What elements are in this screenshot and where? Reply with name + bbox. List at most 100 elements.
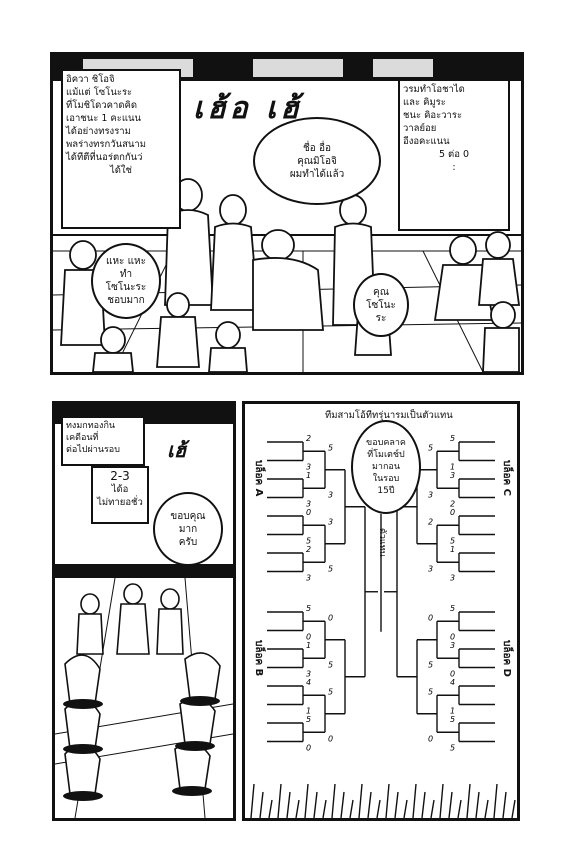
score-label: 0 — [450, 508, 455, 517]
score-label: 5 — [328, 443, 333, 452]
bracket-line — [340, 791, 345, 818]
score-label: 5 — [450, 537, 455, 546]
sound-effect: เฮ้ — [167, 438, 187, 462]
score-label: 4 — [306, 678, 311, 687]
bracket-line — [448, 791, 453, 818]
bracket-line — [322, 799, 327, 818]
narration-box-right: วรมทำโอชาได และ คิมูระ ชนะ คิอะวาระ วาลย… — [398, 79, 510, 231]
narration-box-left: อิควา ชิโอจิ แม้แต่ โซโนะระ ที่โมชิโดวคา… — [61, 69, 181, 229]
score-label: 1 — [306, 471, 311, 480]
score-label: 5 — [428, 687, 433, 696]
score-label: 5 — [306, 537, 311, 546]
score-label: 4 — [450, 678, 455, 687]
score-label: 2 — [450, 500, 455, 509]
bowing-team-art — [55, 404, 233, 818]
score-label: 5 — [328, 564, 333, 573]
score-label: 5 — [450, 434, 455, 443]
score-label: 3 — [306, 463, 311, 472]
score-label: 0 — [306, 744, 311, 753]
score-label: 3 — [450, 641, 455, 650]
speech-bubble-left: แหะ แหะ ทำ โซโนะระ ชอบมาก — [91, 243, 161, 319]
score-label: 5 — [328, 687, 333, 696]
tournament-bracket: 2313052353355013415005505132051353235030… — [250, 434, 516, 818]
sound-effect: เฮ้อ เฮ้ — [193, 91, 303, 126]
score-label: 2 — [306, 434, 311, 443]
bracket-line — [412, 783, 417, 818]
score-label: 0 — [450, 670, 455, 679]
bracket-line — [475, 791, 480, 818]
bracket-line — [484, 799, 489, 818]
block-d-label: บล็อค D — [501, 640, 512, 677]
score-label: 5 — [428, 443, 433, 452]
manga-panel-2: เฮ้ ทงมกทองกิน เคดีอนที่ ต่อไปผ่านรอบ 2-… — [52, 401, 236, 821]
score-label: 3 — [306, 500, 311, 509]
speech-bubble: ขอบคุณ มาก ครับ — [153, 492, 223, 566]
bracket-line — [385, 783, 390, 818]
score-label: 1 — [450, 545, 455, 554]
bracket-line — [511, 799, 516, 818]
bracket-title: ทีมสามโอ้ทีทรุ่นารมเป็นตัวแทน — [325, 410, 453, 421]
bracket-line — [277, 783, 282, 818]
bracket-line — [502, 791, 507, 818]
bracket-line — [439, 783, 444, 818]
speech-bubble: ขอบคลาค ที่โมเตช์ป มากอน ในรอบ 15ปี — [351, 420, 421, 514]
score-label: 5 — [450, 715, 455, 724]
champion-label: ตัวแทน — [377, 528, 387, 557]
score-label: 1 — [306, 707, 311, 716]
block-b-label: บล็อค B — [253, 640, 264, 677]
score-label: 0 — [428, 734, 433, 743]
score-label: 3 — [306, 574, 311, 583]
bracket-line — [304, 783, 309, 818]
bracket-line — [268, 799, 273, 818]
score-label: 3 — [306, 670, 311, 679]
bracket-line — [403, 799, 408, 818]
bracket-line — [493, 783, 498, 818]
bracket-line — [421, 791, 426, 818]
score-label: 0 — [328, 613, 333, 622]
score-label: 0 — [306, 508, 311, 517]
block-a-label: บล็อค A — [253, 460, 264, 497]
bracket-line — [394, 791, 399, 818]
score-label: 0 — [306, 633, 311, 642]
score-label: 5 — [450, 604, 455, 613]
score-label: 0 — [428, 613, 433, 622]
speech-bubble-center: ชื่อ อื่อ คุณมิโอจิ ผมทำได้แล้ว — [253, 117, 381, 205]
bracket-line — [376, 799, 381, 818]
score-label: 1 — [450, 707, 455, 716]
bracket-line — [331, 783, 336, 818]
score-label: 3 — [450, 574, 455, 583]
bracket-line — [250, 783, 255, 818]
score-label: 5 — [450, 744, 455, 753]
speech-bubble-right: คุณ โซโนะ ระ — [353, 273, 409, 337]
score-label: 3 — [428, 490, 433, 499]
score-label: 3 — [328, 517, 333, 526]
score-label: 0 — [328, 734, 333, 743]
score-label: 5 — [328, 660, 333, 669]
score-label: 5 — [428, 660, 433, 669]
bracket-line — [367, 791, 372, 818]
score-label: 1 — [450, 463, 455, 472]
score-label: 2 — [428, 517, 433, 526]
score-label: 3 — [450, 471, 455, 480]
bracket-line — [259, 791, 264, 818]
score-label: 0 — [450, 633, 455, 642]
bracket-line — [457, 799, 462, 818]
block-c-label: บล็อค C — [501, 460, 512, 496]
bracket-line — [349, 799, 354, 818]
score-label: 5 — [306, 604, 311, 613]
bracket-line — [466, 783, 471, 818]
bracket-line — [430, 799, 435, 818]
score-label: 2 — [306, 545, 311, 554]
score-label: 1 — [306, 641, 311, 650]
narration-box-top: ทงมกทองกิน เคดีอนที่ ต่อไปผ่านรอบ — [61, 416, 145, 466]
bracket-line — [313, 791, 318, 818]
narration-box-score: 2-3 ได้อ ไม่ทายอชั่ว — [91, 466, 149, 524]
bracket-line — [295, 799, 300, 818]
score-label: 3 — [328, 490, 333, 499]
score-label: 5 — [306, 715, 311, 724]
bracket-line — [358, 783, 363, 818]
bracket-line — [286, 791, 291, 818]
manga-panel-1: เฮ้อ เฮ้ อิควา ชิโอจิ แม้แต่ โซโนะระ ที่… — [50, 52, 524, 375]
score-label: 3 — [428, 564, 433, 573]
